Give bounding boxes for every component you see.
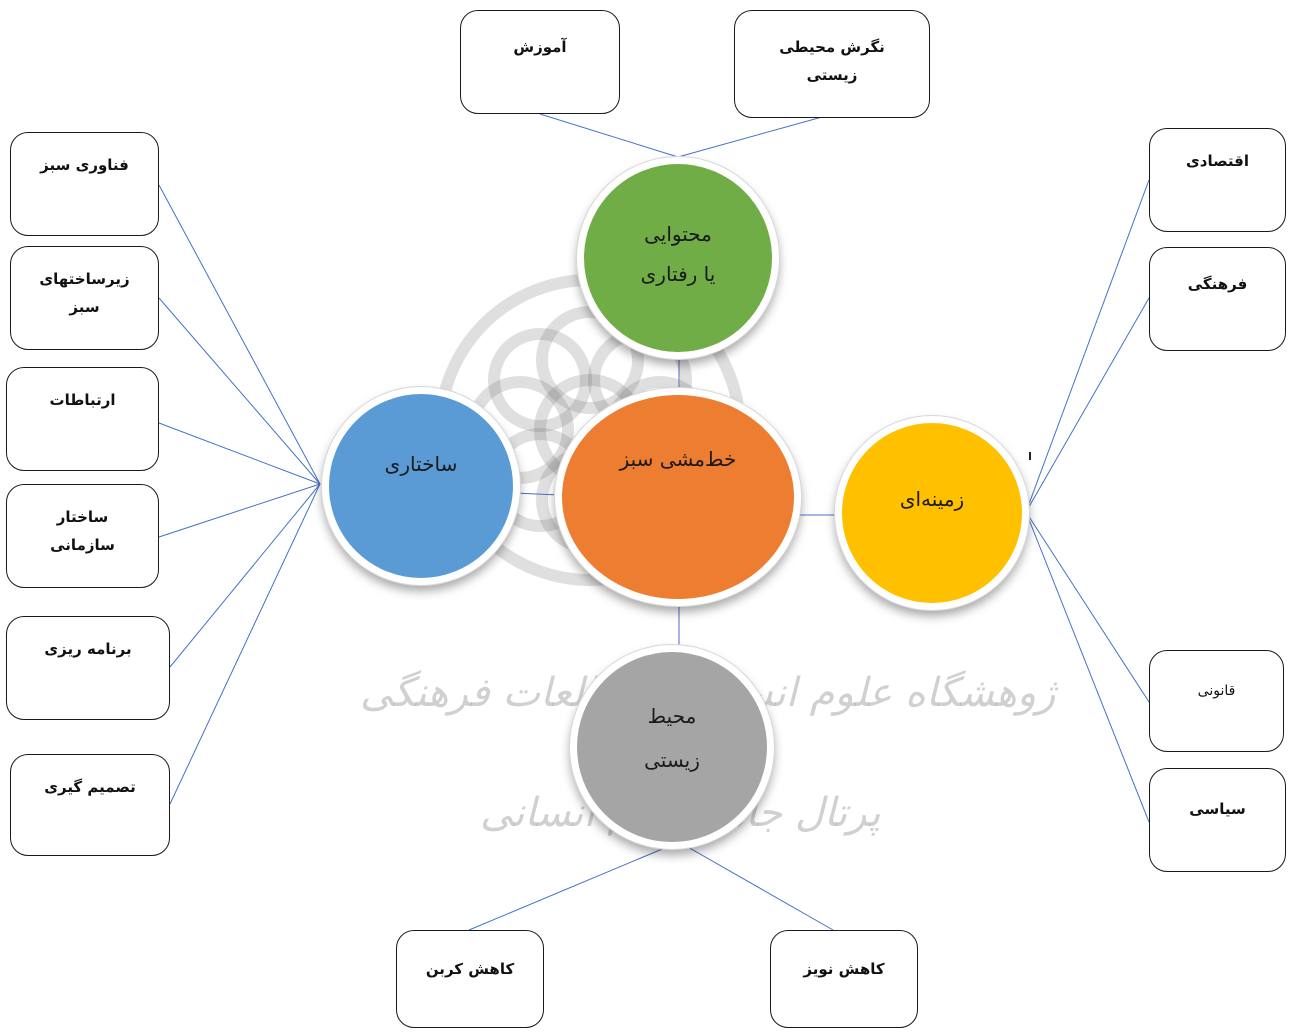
box-org-structure: ساختار سازمانی (6, 484, 159, 588)
connector-cultural (1025, 297, 1150, 513)
center-circle: خط‌مشی سبز (555, 388, 801, 606)
box-green-tech-label: فناوری سبز (40, 156, 129, 174)
box-communications: ارتباطات (6, 367, 159, 471)
box-education: آموزش (460, 10, 620, 114)
box-political: سیاسی (1149, 768, 1286, 872)
box-green-infrastructure: زیرساختهای سبز (10, 246, 159, 350)
box-cultural: فرهنگی (1149, 247, 1286, 351)
box-attitude: نگرش محیطی زیستی (734, 10, 930, 118)
box-decision: تصمیم گیری (10, 754, 170, 856)
box-org-label-2: سازمانی (50, 536, 115, 554)
connector-carbon (468, 841, 680, 931)
structural-circle: ساختاری (322, 387, 520, 585)
stray-mark (1029, 452, 1031, 460)
box-cultural-label: فرهنگی (1187, 275, 1248, 293)
behavioral-label-1: محتوایی (644, 222, 712, 246)
connector-green-tech (158, 184, 321, 485)
structural-label: ساختاری (384, 452, 458, 476)
box-noise-label: کاهش نویز (803, 960, 885, 978)
box-carbon-label: کاهش کربن (425, 960, 515, 978)
connector-infra (158, 297, 321, 485)
behavioral-circle: محتوایی یا رفتاری (577, 157, 779, 359)
box-economic: اقتصادی (1149, 128, 1286, 232)
box-education-label: آموزش (513, 38, 567, 56)
contextual-circle: زمینه‌ای (835, 416, 1029, 610)
connector-legal (1025, 511, 1150, 703)
box-decision-label: تصمیم گیری (44, 778, 136, 796)
behavioral-label-2: یا رفتاری (640, 262, 716, 286)
box-carbon-reduction: کاهش کربن (396, 930, 544, 1028)
connector-political (1025, 511, 1150, 823)
box-org-label-1: ساختار (56, 508, 109, 526)
environment-circle: محیط زیستی (570, 645, 774, 849)
connector-economic (1025, 179, 1150, 513)
box-communications-label: ارتباطات (49, 391, 116, 409)
connector-org (158, 483, 321, 538)
box-attitude-label-2: زیستی (806, 66, 858, 84)
connector-planning (169, 483, 321, 668)
box-legal: قانونی (1149, 650, 1284, 752)
connector-decision (169, 483, 321, 805)
box-attitude-label-1: نگرش محیطی (779, 38, 885, 56)
connector-attitude (677, 116, 823, 158)
box-infra-label-2: سبز (69, 298, 100, 316)
connector-noise (678, 841, 834, 931)
box-planning: برنامه ریزی (6, 616, 170, 720)
box-political-label: سیاسی (1189, 800, 1246, 818)
contextual-label: زمینه‌ای (899, 487, 965, 511)
environment-label-1: محیط (647, 704, 697, 728)
environment-label-2: زیستی (644, 748, 700, 772)
center-label: خط‌مشی سبز (619, 447, 737, 471)
box-infra-label-1: زیرساختهای (39, 270, 130, 288)
box-noise-reduction: کاهش نویز (770, 930, 918, 1028)
connector-communications (158, 422, 321, 485)
box-green-tech: فناوری سبز (10, 132, 159, 236)
box-legal-label: قانونی (1197, 683, 1236, 699)
box-planning-label: برنامه ریزی (44, 640, 132, 658)
box-economic-label: اقتصادی (1186, 152, 1249, 170)
connector-education (539, 113, 679, 158)
connector-structural-center (513, 492, 560, 496)
